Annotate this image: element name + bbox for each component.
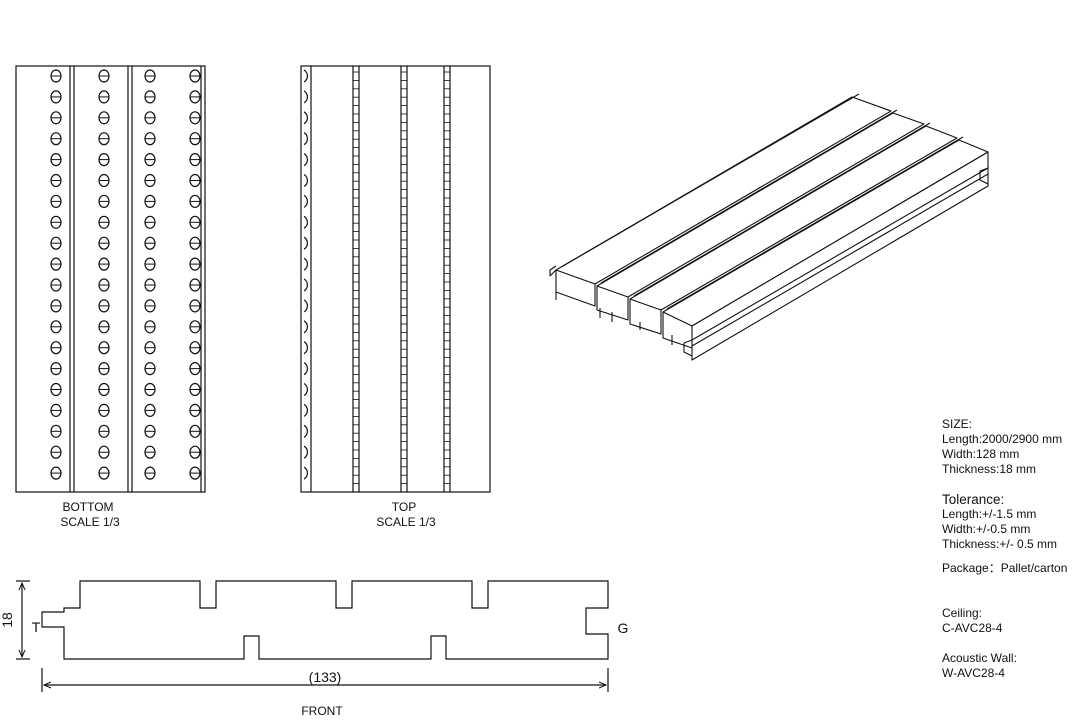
spec-sheet: SIZE: Length:2000/2900 mm Width:128 mm T…	[942, 417, 1077, 681]
front-profile	[16, 580, 609, 692]
front-view-title: FRONT	[301, 704, 343, 718]
edge-scallop	[303, 299, 308, 313]
front-profile-outline	[41, 580, 609, 660]
iso-front-face	[691, 151, 989, 361]
edge-scallop	[303, 173, 308, 188]
edge-scallop	[303, 90, 308, 104]
acoustic-wall-heading: Acoustic Wall:	[942, 651, 1017, 665]
tolerance-heading: Tolerance:	[942, 492, 1005, 507]
size-heading: SIZE:	[942, 417, 973, 431]
edge-scallop	[303, 466, 308, 480]
edge-scallop	[303, 236, 308, 250]
tolerance-thickness: Thickness:+/- 0.5 mm	[942, 537, 1058, 551]
ceiling-heading: Ceiling:	[942, 606, 983, 620]
top-slot-ticks	[353, 71, 450, 485]
tongue-label: T	[32, 619, 41, 635]
edge-scallop	[303, 382, 308, 397]
tolerance-width: Width:+/-0.5 mm	[942, 522, 1031, 536]
edge-scallop	[303, 362, 308, 376]
ceiling-code: C-AVC28-4	[942, 621, 1003, 635]
top-view	[300, 65, 491, 493]
edge-scallop	[303, 215, 308, 229]
bottom-perforation-holes	[50, 69, 201, 480]
iso-board-1	[555, 96, 892, 285]
top-edge-scallops	[303, 69, 308, 480]
package-info: Package：Pallet/carton	[942, 561, 1068, 575]
iso-board-3	[629, 125, 958, 311]
edge-scallop	[303, 320, 308, 334]
size-width: Width:128 mm	[942, 447, 1020, 461]
iso-board-2	[596, 112, 925, 298]
groove-label: G	[618, 620, 629, 636]
bottom-view-outline	[15, 65, 206, 493]
bottom-view-scale: SCALE 1/3	[60, 515, 120, 529]
isometric-view	[549, 93, 989, 361]
bottom-view-title: BOTTOM	[62, 500, 113, 514]
edge-scallop	[303, 194, 308, 208]
edge-scallop	[303, 153, 308, 167]
edge-scallop	[303, 132, 308, 146]
edge-scallop	[303, 403, 308, 417]
top-view-outline	[300, 65, 491, 493]
height-dimension-label: 18	[0, 612, 15, 628]
acoustic-wall-code: W-AVC28-4	[942, 666, 1005, 680]
top-view-title: TOP	[392, 500, 416, 514]
bottom-view	[15, 65, 206, 493]
edge-scallop	[303, 341, 308, 355]
edge-scallop	[303, 69, 308, 83]
edge-scallop	[303, 257, 308, 271]
edge-scallop	[303, 424, 308, 438]
edge-scallop	[303, 278, 308, 292]
edge-scallop	[303, 445, 308, 459]
top-view-scale: SCALE 1/3	[376, 515, 436, 529]
width-dimension-label: (133)	[309, 669, 342, 685]
edge-scallop	[303, 111, 308, 125]
size-length: Length:2000/2900 mm	[942, 432, 1063, 446]
tolerance-length: Length:+/-1.5 mm	[942, 507, 1037, 521]
size-thickness: Thickness:18 mm	[942, 462, 1037, 476]
